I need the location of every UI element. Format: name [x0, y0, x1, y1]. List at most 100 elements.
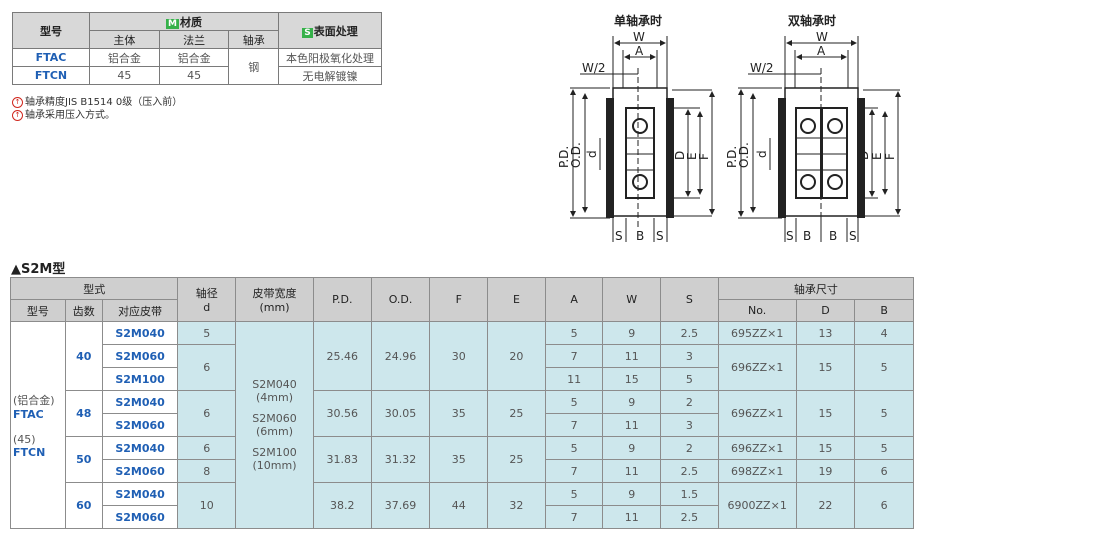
- single-bearing-drawing: [570, 36, 715, 242]
- w-cell: 15: [602, 367, 662, 391]
- f-cell: 35: [429, 390, 489, 437]
- section-title: ▲S2M型: [11, 262, 66, 277]
- dim-label: E: [685, 152, 699, 160]
- belt-width-label: S2M060: [252, 412, 297, 425]
- w-cell: 11: [602, 344, 662, 368]
- pulley-drawings: W A W/2 P.D. O.D. d D E F S B S: [557, 30, 901, 243]
- hdr-od: O.D.: [370, 277, 431, 322]
- s-cell: 2.5: [660, 459, 719, 483]
- mat-sub-bearing: 轴承: [228, 30, 279, 49]
- belt-width-cell: S2M040 (4mm) S2M060 (6mm) S2M100 (10mm): [235, 321, 314, 529]
- hdr-bearing: 轴承尺寸: [717, 277, 915, 300]
- pd-cell: 31.83: [312, 436, 372, 483]
- belt-width-label: (6mm): [255, 425, 293, 438]
- belt-cell: S2M040: [101, 436, 179, 460]
- dim-label: F: [883, 153, 897, 160]
- note-text: 轴承采用压入方式。: [25, 110, 115, 121]
- bearing-b-cell: 5: [854, 390, 914, 437]
- dim-label: W: [816, 30, 828, 44]
- hdr-model-group: 型式: [9, 277, 179, 300]
- single-bearing-title: 单轴承时: [614, 14, 663, 28]
- bearing-d-cell: 15: [795, 390, 856, 437]
- dim-label: B: [829, 229, 837, 243]
- w-cell: 9: [602, 390, 662, 414]
- dim-label: F: [697, 153, 711, 160]
- bearing-d-cell: 15: [795, 344, 856, 391]
- dim-label: P.D.: [557, 146, 571, 168]
- double-drawing-labels: W A W/2 P.D. O.D. d D E F S B B S: [725, 30, 897, 243]
- belt-width-label: (10mm): [252, 459, 297, 472]
- belt-cell: S2M040: [101, 390, 179, 414]
- type-label: (45): [13, 432, 36, 446]
- dim-label: S: [849, 229, 857, 243]
- s-mark-icon: S: [302, 27, 313, 38]
- hdr-shaft-label: 轴径: [195, 287, 218, 300]
- dim-label: S: [786, 229, 794, 243]
- mat-row-surface: 无电解镀镍: [278, 66, 382, 85]
- hdr-pd: P.D.: [312, 277, 372, 322]
- bearing-b-cell: 5: [854, 344, 914, 391]
- dim-label: S: [615, 229, 623, 243]
- bearing-no-cell: 696ZZ×1: [717, 436, 797, 460]
- dim-label: D: [673, 151, 687, 160]
- a-cell: 5: [544, 436, 604, 460]
- mat-row-bearing: 钢: [228, 48, 279, 85]
- dim-label: O.D.: [569, 142, 583, 168]
- dim-label: S: [656, 229, 664, 243]
- belt-cell: S2M060: [101, 344, 179, 368]
- belt-cell: S2M060: [101, 413, 179, 437]
- note-line: ↑轴承精度JIS B1514 0级（压入前）: [12, 93, 182, 108]
- hdr-e: E: [487, 277, 546, 322]
- w-cell: 9: [602, 436, 662, 460]
- s-cell: 2.5: [660, 321, 719, 345]
- pd-cell: 38.2: [312, 482, 372, 529]
- m-mark-icon: M: [166, 18, 179, 29]
- w-cell: 9: [602, 482, 662, 506]
- mat-sub-flange: 法兰: [158, 30, 230, 49]
- hdr-belt-unit: (mm): [259, 301, 290, 314]
- dim-label: W/2: [750, 61, 774, 75]
- shaft-cell: 6: [177, 436, 237, 460]
- teeth-cell: 60: [64, 482, 103, 529]
- belt-cell: S2M040: [101, 482, 179, 506]
- s-cell: 5: [660, 367, 719, 391]
- dim-label: W/2: [582, 61, 606, 75]
- bearing-b-cell: 5: [854, 436, 914, 460]
- mat-row-flange: 45: [158, 66, 230, 85]
- mat-sub-body: 主体: [89, 30, 160, 49]
- dim-label: A: [817, 44, 826, 58]
- belt-cell: S2M040: [101, 321, 179, 345]
- mat-row-body: 铝合金: [89, 48, 160, 67]
- note-text: 轴承精度JIS B1514 0级（压入前）: [25, 97, 183, 108]
- mat-row-body: 45: [89, 66, 160, 85]
- hdr-teeth: 齿数: [64, 299, 103, 322]
- bearing-b-cell: 4: [854, 321, 914, 345]
- hdr-shaft-sym: d: [203, 301, 211, 314]
- hdr-belt-width: 皮带宽度(mm): [235, 277, 314, 322]
- double-bearing-drawing: [738, 36, 901, 242]
- dim-label: O.D.: [737, 142, 751, 168]
- e-cell: 25: [487, 436, 546, 483]
- bearing-d-cell: 22: [795, 482, 856, 529]
- f-cell: 35: [429, 436, 489, 483]
- hdr-bearing-d: D: [795, 299, 856, 322]
- type-label: (铝合金): [13, 393, 55, 407]
- e-cell: 20: [487, 321, 546, 391]
- dim-label: B: [803, 229, 811, 243]
- belt-width-label: S2M100: [252, 446, 297, 459]
- hdr-f: F: [429, 277, 489, 322]
- note-icon: ↑: [12, 109, 23, 121]
- od-cell: 31.32: [370, 436, 431, 483]
- a-cell: 5: [544, 390, 604, 414]
- bearing-b-cell: 6: [854, 459, 914, 483]
- hdr-type: 型号: [10, 299, 66, 322]
- od-cell: 37.69: [370, 482, 431, 529]
- bearing-d-cell: 19: [795, 459, 856, 483]
- type-label: FTCN: [13, 445, 46, 459]
- od-cell: 30.05: [370, 390, 431, 437]
